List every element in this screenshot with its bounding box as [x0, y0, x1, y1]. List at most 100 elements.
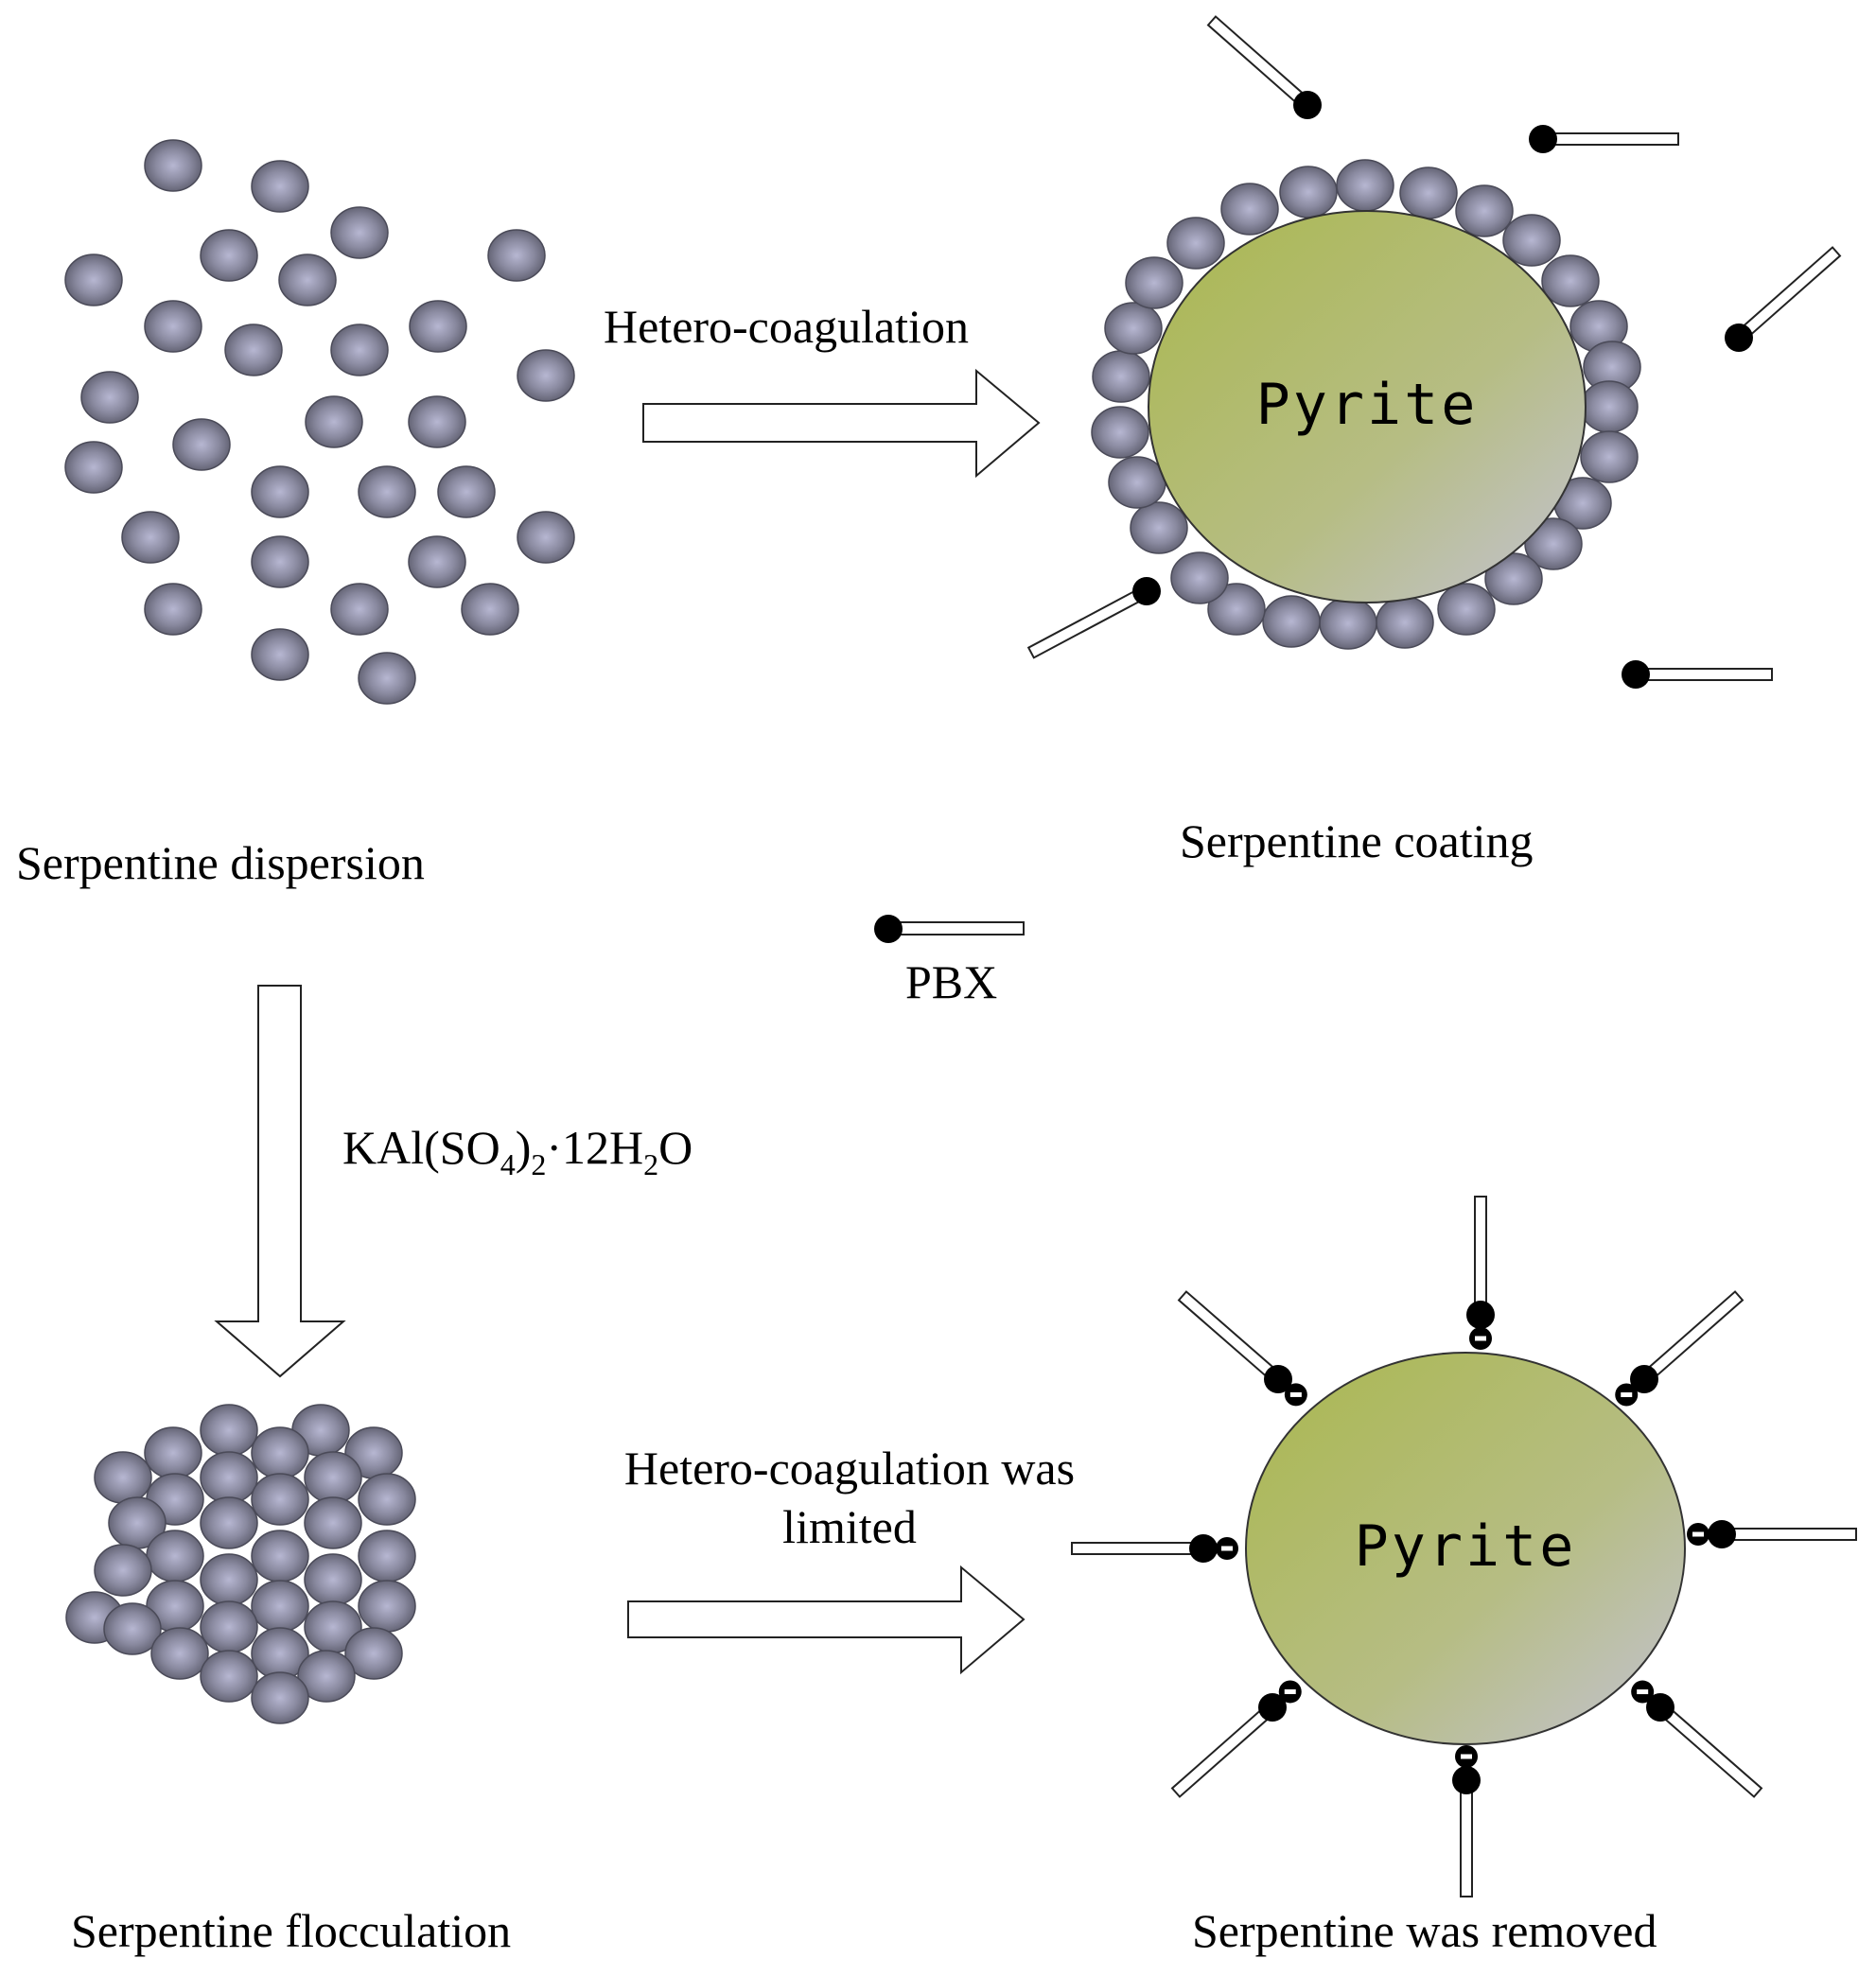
serpentine-coating-label: Serpentine coating — [1180, 814, 1534, 867]
serpentine-particle — [1279, 166, 1338, 219]
serpentine-particle — [251, 1473, 309, 1526]
serpentine-particle — [94, 1451, 152, 1504]
serpentine-coating-particles — [1091, 159, 1641, 650]
serpentine-particle — [1455, 184, 1514, 237]
serpentine-particle — [1091, 406, 1149, 459]
pbx-collector — [1206, 15, 1322, 119]
serpentine-particle — [200, 1496, 258, 1549]
serpentine-particle — [1580, 430, 1639, 483]
serpentine-particle — [80, 371, 139, 424]
serpentine-particle — [1376, 596, 1434, 649]
serpentine-particle — [1524, 517, 1583, 570]
serpentine-particle — [1484, 552, 1543, 605]
serpentine-particle — [304, 1451, 362, 1504]
serpentine-particle — [144, 300, 202, 353]
pbx-collector-adsorbed — [1071, 1534, 1238, 1563]
pyrite-label-bottom: Pyrite — [1355, 1513, 1577, 1580]
hetero-coagulation-arrow — [642, 368, 1041, 479]
pbx-legend — [874, 915, 1025, 943]
serpentine-particle — [200, 1650, 258, 1703]
serpentine-particle — [200, 1553, 258, 1606]
serpentine-particle — [64, 254, 123, 306]
serpentine-particle — [304, 1553, 362, 1606]
serpentine-particle — [1336, 159, 1394, 212]
serpentine-particle — [200, 1404, 258, 1457]
serpentine-particle — [251, 1671, 309, 1724]
serpentine-particle — [1262, 595, 1321, 648]
serpentine-particle — [1580, 380, 1639, 433]
serpentine-particle — [1166, 217, 1225, 270]
pyrite-particle-top — [1148, 210, 1587, 603]
pbx-collector-adsorbed — [1466, 1196, 1495, 1350]
serpentine-particle — [200, 229, 258, 282]
serpentine-particle — [224, 324, 283, 376]
serpentine-particle — [305, 395, 363, 448]
serpentine-particle — [144, 1426, 202, 1479]
serpentine-particle — [330, 206, 389, 259]
serpentine-particle — [358, 1473, 416, 1526]
pbx-collector-adsorbed — [1687, 1520, 1857, 1548]
pbx-collector — [1529, 125, 1679, 153]
serpentine-particle — [251, 1426, 309, 1479]
serpentine-particle — [358, 1580, 416, 1633]
serpentine-particle — [1502, 214, 1561, 267]
serpentine-particle — [1437, 583, 1496, 636]
serpentine-particle — [1220, 183, 1279, 236]
serpentine-particle — [517, 511, 575, 564]
pbx-collectors-free — [1026, 15, 1842, 689]
serpentine-particle — [1541, 254, 1600, 307]
hetero-coagulation-limited-arrow — [627, 1565, 1026, 1675]
serpentine-particle — [150, 1627, 209, 1680]
pbx-collector-adsorbed — [1177, 1290, 1307, 1407]
serpentine-dispersion-label: Serpentine dispersion — [16, 836, 425, 889]
serpentine-particle — [517, 349, 575, 402]
serpentine-particle — [408, 395, 466, 448]
serpentine-particle — [1319, 597, 1377, 650]
serpentine-particle — [251, 1580, 309, 1633]
serpentine-particle — [1399, 166, 1458, 219]
serpentine-particle — [251, 535, 309, 588]
pbx-collector — [1725, 246, 1842, 352]
serpentine-particle — [304, 1496, 362, 1549]
serpentine-particle — [330, 583, 389, 636]
pbx-collector-adsorbed — [1452, 1745, 1481, 1897]
pbx-collector-adsorbed — [1170, 1680, 1302, 1798]
serpentine-particle — [94, 1544, 152, 1597]
serpentine-particle — [358, 1530, 416, 1583]
serpentine-particle — [461, 583, 519, 636]
pbx-collectors-adsorbed — [1071, 1196, 1857, 1897]
serpentine-particle — [358, 465, 416, 518]
serpentine-particle — [344, 1627, 403, 1680]
serpentine-particle — [146, 1530, 204, 1583]
serpentine-flocculation-label: Serpentine flocculation — [71, 1904, 511, 1957]
serpentine-particle — [121, 511, 180, 564]
pbx-collector-adsorbed — [1615, 1290, 1745, 1407]
pbx-collector-adsorbed — [1631, 1680, 1763, 1798]
hetero-coagulation-label: Hetero-coagulation — [604, 300, 969, 353]
flocculation-arrow — [214, 985, 346, 1378]
serpentine-particle — [487, 229, 546, 282]
serpentine-particle — [408, 535, 466, 588]
serpentine-particle — [409, 300, 467, 353]
reagent-label: KAl(SO4)2·12H2O — [342, 1121, 693, 1181]
serpentine-particle — [437, 465, 496, 518]
pbx-label: PBX — [905, 955, 997, 1008]
serpentine-particle — [251, 160, 309, 213]
serpentine-particle — [144, 583, 202, 636]
serpentine-particle — [200, 1451, 258, 1504]
serpentine-particle — [251, 1530, 309, 1583]
serpentine-particle — [297, 1650, 356, 1703]
serpentine-particle — [1130, 501, 1188, 554]
serpentine-removed-label: Serpentine was removed — [1192, 1904, 1657, 1957]
serpentine-particle — [103, 1602, 162, 1655]
pyrite-particle-bottom — [1245, 1352, 1686, 1745]
serpentine-particle — [1104, 302, 1163, 355]
serpentine-particle — [1125, 256, 1183, 309]
serpentine-particle — [64, 441, 123, 494]
serpentine-particle — [330, 324, 389, 376]
serpentine-particle — [1108, 456, 1166, 509]
serpentine-particle — [1170, 551, 1229, 604]
serpentine-particle — [278, 254, 337, 306]
serpentine-particle — [358, 652, 416, 705]
pyrite-label-top: Pyrite — [1256, 372, 1479, 438]
